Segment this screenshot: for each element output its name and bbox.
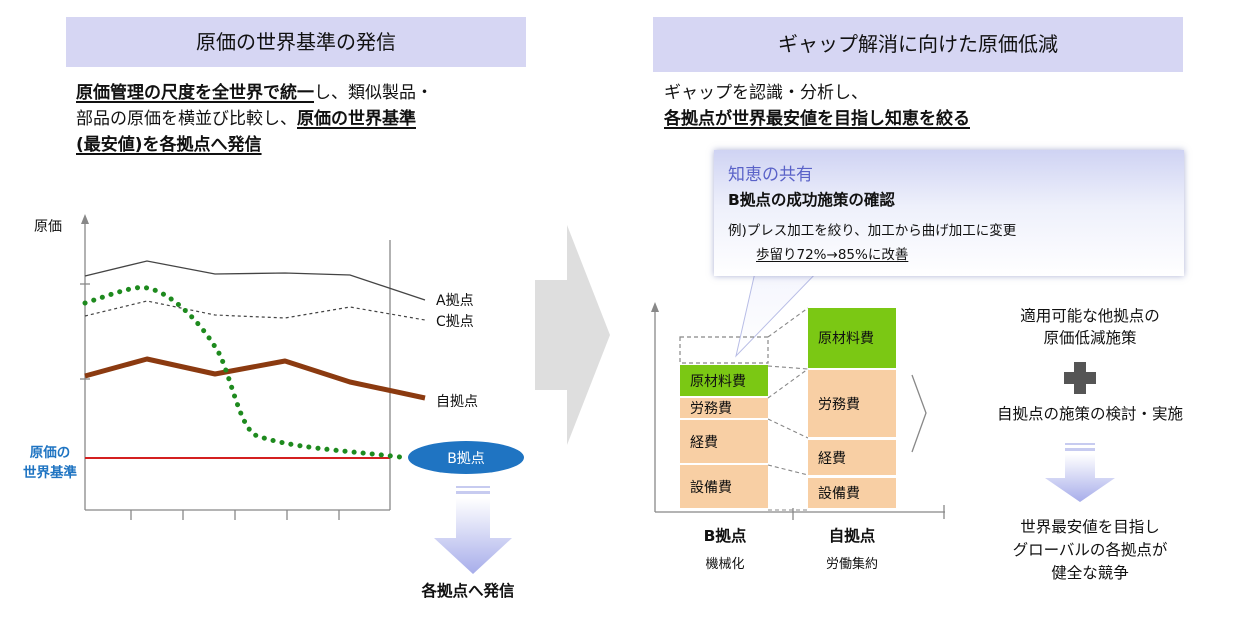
series-b-badge: B拠点 [408, 441, 524, 474]
own-bar-equipment-label: 設備費 [818, 486, 860, 502]
y-axis-arrow [81, 214, 89, 224]
b-bar-material-label: 原材料費 [690, 373, 746, 390]
connector [767, 368, 809, 399]
own-bar-expenses-label: 経費 [818, 450, 846, 467]
series-b-line [82, 284, 403, 460]
left-desc-emphasis-2: 原価の世界基準 [297, 109, 416, 129]
callout-example: 例)プレス加工を絞り、加工から曲げ加工に変更 [728, 223, 1017, 239]
callout-subheading: B拠点の成功施策の確認 [728, 191, 895, 209]
connector [767, 365, 809, 370]
series-a-line [84, 260, 426, 301]
b-bar-material: 原材料費 [680, 365, 768, 396]
cost-stack-chart [651, 302, 945, 520]
gap-placeholder [679, 336, 769, 364]
b-bar-equipment-label: 設備費 [690, 479, 732, 496]
send-label: 各拠点へ発信 [421, 582, 515, 600]
own-bar-material: 原材料費 [808, 308, 896, 368]
left-desc-emphasis-1: 原価管理の尺度を全世界で統一 [76, 83, 314, 103]
series-c-line [84, 300, 426, 321]
callout-box [714, 150, 1184, 276]
knowledge-callout: 知恵の共有 B拠点の成功施策の確認 例)プレス加工を絞り、加工から曲げ加工に変更… [706, 148, 1245, 398]
left-desc-text-2: 部品の原価を横並び比較し、 [76, 109, 297, 129]
callout-heading: 知恵の共有 [728, 165, 813, 185]
left-desc-text-1: し、類似製品・ [314, 83, 433, 103]
b-bar-sublabel: 機械化 [705, 557, 745, 572]
down-arrow-icon [434, 486, 512, 574]
b-bar-labor: 労務費 [680, 398, 768, 420]
series-own-line [84, 356, 426, 401]
world-standard-label: 原価の 世界基準 [23, 445, 77, 481]
b-bar-expenses-label: 経費 [690, 434, 718, 451]
series-own-label: 自拠点 [436, 394, 478, 410]
stack-y-axis-arrow [651, 302, 659, 312]
down-arrow-icon-2 [1045, 443, 1115, 502]
center-arrow-icon [535, 225, 610, 445]
stack-right-chevron [911, 374, 927, 453]
right-desc-text-1: ギャップを認識・分析し、 [664, 83, 868, 103]
connector [767, 307, 809, 338]
own-bar-material-label: 原材料費 [818, 331, 874, 347]
left-panel-title: 原価の世界基準の発信 [66, 17, 526, 67]
y-axis-label: 原価 [34, 219, 62, 235]
connector [767, 464, 809, 476]
left-desc-emphasis-3: (最安値)を各拠点へ発信 [76, 135, 262, 155]
right-panel-title: ギャップ解消に向けた原価低減 [653, 17, 1183, 72]
connector [767, 418, 809, 439]
left-description: 原価管理の尺度を全世界で統一し、類似製品・ 部品の原価を横並び比較し、原価の世界… [76, 80, 536, 158]
own-bar-equipment: 設備費 [808, 478, 896, 510]
own-bar-label: 自拠点 [828, 527, 876, 545]
applicable-measures-text: 適用可能な他拠点の 原価低減施策 [1020, 307, 1160, 347]
series-a-label: A拠点 [436, 293, 474, 309]
own-measures-text: 自拠点の施策の検討・実施 [996, 405, 1183, 423]
series-c-label: C拠点 [436, 314, 474, 330]
series-b-label: B拠点 [447, 450, 485, 467]
global-competition-text: 世界最安値を目指し グローバルの各拠点が 健全な競争 [1012, 518, 1168, 582]
b-bar-expenses: 経費 [680, 420, 768, 465]
callout-result: 歩留り72%→85%に改善 [756, 247, 909, 263]
b-bar-equipment: 設備費 [680, 465, 768, 510]
own-bar-expenses: 経費 [808, 440, 896, 477]
b-bar-label: B拠点 [703, 527, 747, 545]
right-description: ギャップを認識・分析し、 各拠点が世界最安値を目指し知恵を絞る [664, 80, 1184, 132]
own-bar-labor-label: 労務費 [818, 396, 860, 413]
own-bar-labor: 労務費 [808, 370, 896, 439]
plus-icon [1064, 362, 1096, 394]
cost-line-chart [80, 214, 426, 520]
right-desc-emphasis: 各拠点が世界最安値を目指し知恵を絞る [664, 109, 970, 129]
b-bar-labor-label: 労務費 [690, 401, 732, 417]
own-bar-sublabel: 労働集約 [825, 557, 878, 572]
